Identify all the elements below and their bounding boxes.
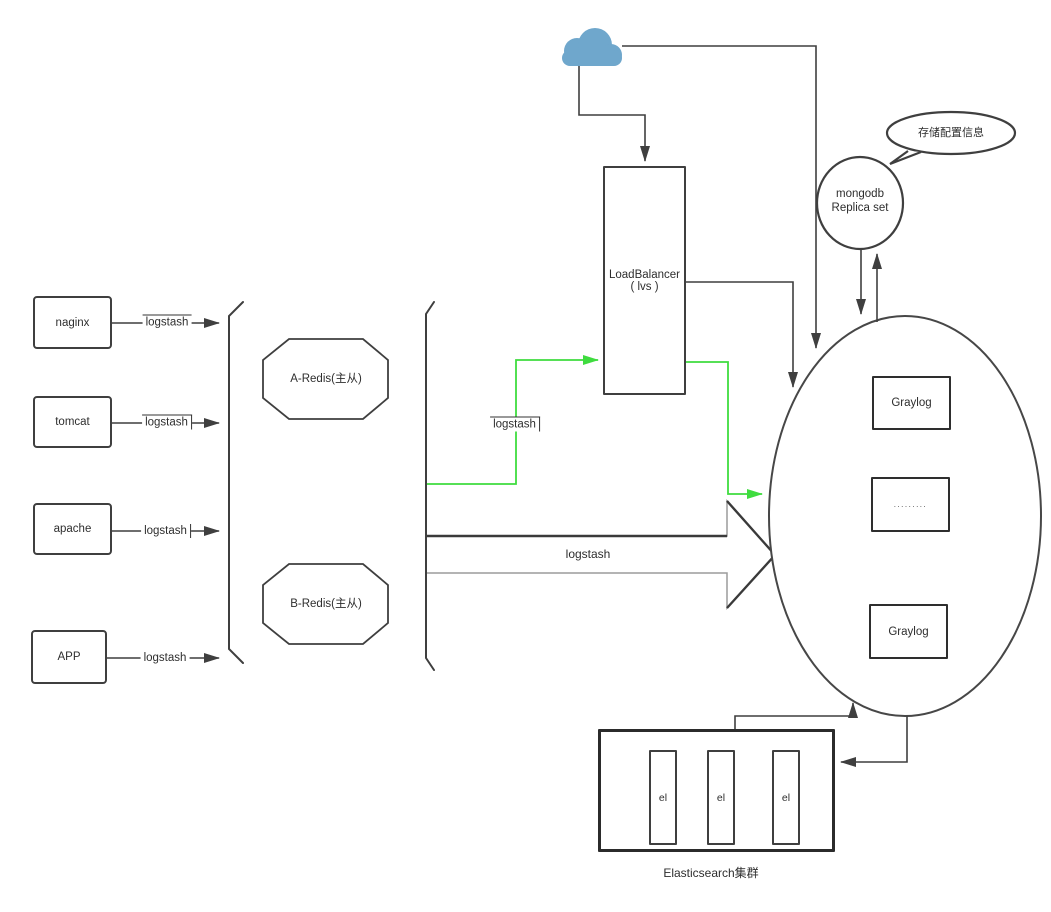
node-app: APP (31, 630, 107, 684)
edge-loadbalancer-to-graylog (686, 281, 798, 388)
node-el-3: el (772, 750, 800, 845)
node-loadbalancer: LoadBalancer ( lvs ) (603, 166, 686, 395)
right-bracket (425, 301, 435, 671)
left-bracket (228, 301, 244, 664)
edge-loadbalancer-to-graylog-green (686, 361, 763, 499)
loadbalancer-label-line2: ( lvs ) (630, 280, 659, 293)
node-naginx: naginx (33, 296, 112, 349)
speech-bubble (885, 110, 1017, 156)
mongodb-label: mongodb Replica set (829, 187, 892, 215)
edge-elasticsearch-to-graylog (734, 702, 858, 729)
elasticsearch-cluster-label: Elasticsearch集群 (663, 866, 759, 880)
edge-label-naginx-logstash: logstash (142, 314, 192, 330)
mongodb-circle (815, 155, 905, 251)
speech-bubble-tail (889, 150, 922, 166)
redis-b-label: B-Redis(主从) (290, 598, 362, 610)
node-graylog-top: Graylog (872, 376, 951, 430)
mongodb-label-line2: Replica set (831, 202, 889, 214)
edge-label-redis-lb-logstash: logstash (490, 416, 540, 432)
node-tomcat: tomcat (33, 396, 112, 448)
node-graylog-bottom: Graylog (869, 604, 948, 659)
speech-bubble-label: 存储配置信息 (918, 127, 984, 139)
loadbalancer-label-line1: LoadBalancer (609, 268, 680, 281)
mongodb-label-line1: mongodb (836, 188, 884, 200)
edge-label-apache-logstash: logstash (141, 524, 191, 538)
node-el-2: el (707, 750, 735, 845)
redis-a-label: A-Redis(主从) (290, 373, 362, 385)
node-graylog-ellipsis: ......... (871, 477, 950, 532)
big-arrow-label: logstash (565, 547, 611, 561)
redis-b-octagon (262, 563, 389, 645)
edge-graylog-to-elasticsearch (840, 716, 908, 767)
node-apache: apache (33, 503, 112, 555)
elasticsearch-cluster-box (598, 729, 835, 852)
redis-a-octagon (262, 338, 389, 420)
cloud-icon (562, 28, 622, 66)
edge-label-app-logstash: logstash (140, 651, 190, 665)
edge-label-tomcat-logstash: logstash (142, 414, 192, 430)
edge-cloud-to-loadbalancer (578, 66, 650, 162)
edge-cloud-to-graylog (622, 45, 821, 349)
node-el-1: el (649, 750, 677, 845)
